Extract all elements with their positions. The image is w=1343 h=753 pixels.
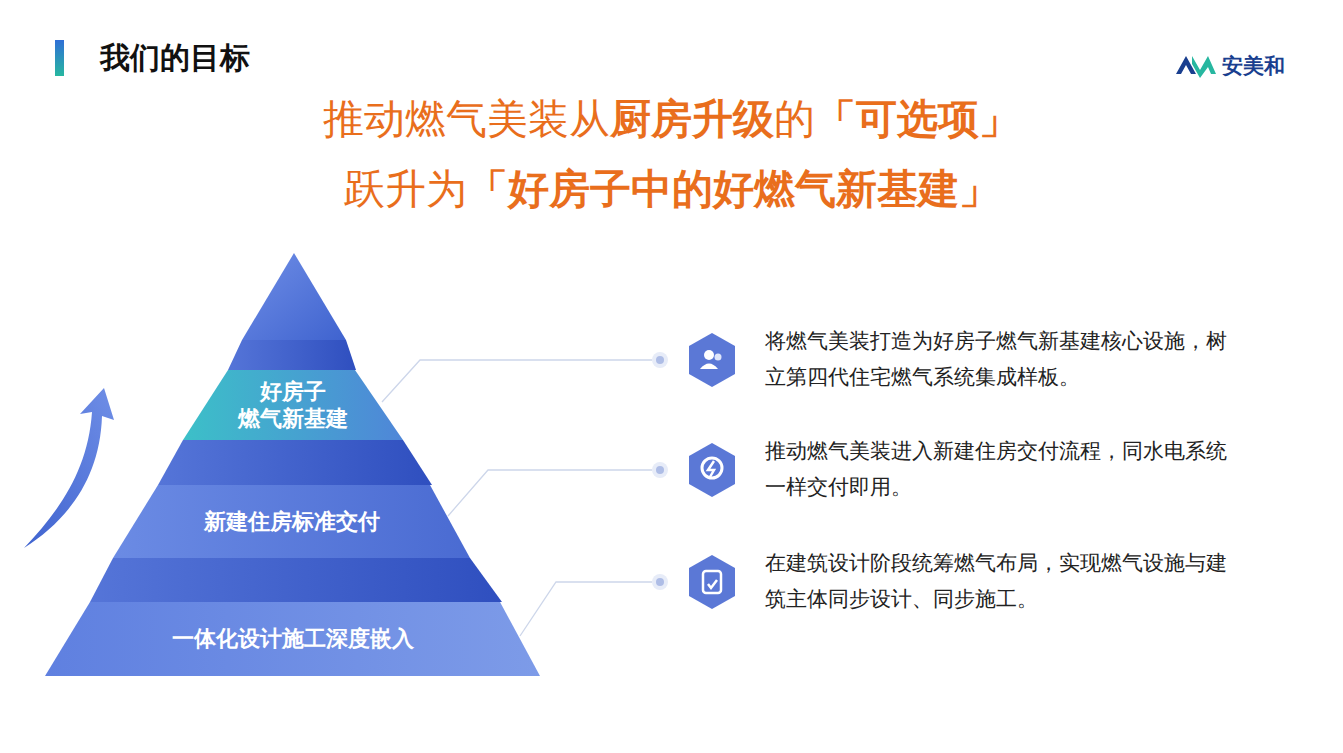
headline-text: 厨房升级	[610, 95, 774, 143]
band-label: 新建住房标准交付	[160, 508, 424, 536]
headline-text: 的	[774, 95, 815, 143]
description-text: 推动燃气美装进入新建住房交付流程，同水电系统一样交付即用。	[765, 433, 1235, 505]
headline-text: 推动燃气美装从	[323, 95, 610, 143]
headline-text: 跃升为	[344, 165, 467, 213]
logo-mark	[1176, 56, 1216, 78]
title-bar	[55, 40, 64, 76]
pyramid-apex	[242, 253, 346, 340]
logo-text: 安美和	[1222, 52, 1285, 80]
pyramid-band: 好房子 燃气新基建	[183, 370, 403, 440]
rising-arrow	[24, 388, 114, 548]
band-label: 一体化设计施工深度嵌入	[117, 625, 469, 653]
headline-text: 「好房子中的好燃气新基建」	[467, 165, 1000, 213]
ribbon	[158, 440, 432, 485]
description-text: 在建筑设计阶段统筹燃气布局，实现燃气设施与建筑主体同步设计、同步施工。	[765, 545, 1235, 617]
pyramid-band: 一体化设计施工深度嵌入	[45, 602, 540, 676]
leader-dots	[652, 352, 668, 590]
headline: 推动燃气美装从厨房升级的「可选项」	[0, 92, 1343, 147]
pyramid-band: 新建住房标准交付	[113, 485, 470, 558]
slide-title: 我们的目标	[100, 38, 250, 79]
hex-icons	[689, 333, 735, 609]
headline: 跃升为「好房子中的好燃气新基建」	[0, 162, 1343, 217]
headline-text: 「可选项」	[815, 95, 1020, 143]
band-label: 好房子 燃气新基建	[234, 378, 353, 433]
ribbon	[90, 558, 502, 602]
ribbon	[228, 340, 356, 370]
description-text: 将燃气美装打造为好房子燃气新基建核心设施，树立第四代住宅燃气系统集成样板。	[765, 323, 1235, 395]
